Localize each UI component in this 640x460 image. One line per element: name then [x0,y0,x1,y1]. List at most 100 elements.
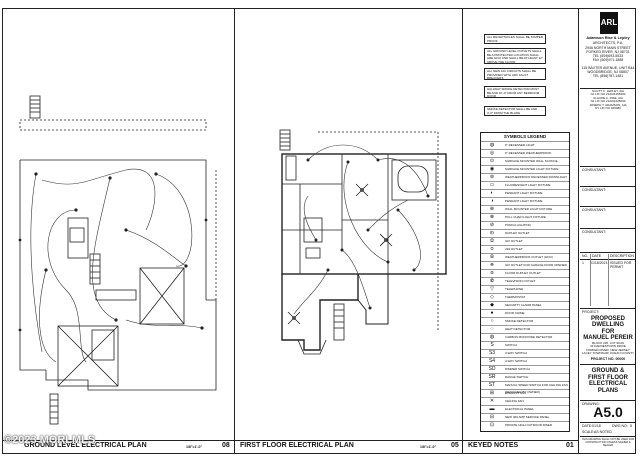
firm-address-line: WOODBRIDGE, NJ 08807 [587,70,629,74]
legend-row: ⊕WALL MOUNTED LIGHT FIXTURE [481,205,569,213]
legend-symbol: ⦻ [490,270,494,276]
rev-col-desc: DESCRIPTION [610,254,634,258]
legend-symbol: ⊕ [489,206,495,212]
project-detail-line: BLOCK 235, LOT 99.09 [592,341,624,345]
tb-line-1 [580,88,636,89]
legend-symbol: ⊟ [489,414,495,420]
keyed-notes-title: KEYED NOTES [468,442,519,449]
project-name-line: MANUEL PEREIR [583,335,633,342]
tb-line-10 [580,422,636,423]
legend-row: ◍CARBON MONOXIDE DETECTOR [481,333,569,341]
legend-row: SR RANGE SWITCH [481,373,569,381]
legend-row: ⦷GFI OUTLET [481,237,569,245]
legend-description: THERMOSTAT [505,295,526,299]
legend-row: ⊞EXHAUST FAN [481,389,569,397]
firm-address-line: TEL (856)787-1481 [592,74,624,78]
legend-symbol: ⦺ [490,262,494,268]
legend-row: ◇THERMOSTAT [481,293,569,301]
legend-row: ⦺GFI OUTLET FOR GARAGE DOOR OPENER [481,261,569,269]
legend-description: SMOKE DETECTOR [505,319,534,323]
legend-description: WEATHERPROOF OUTLET (GFCI) [505,255,554,259]
legend-description: PRIVATE HIGH OUTDOOR RISER [505,423,552,427]
legend-row: ▬ELECTRICAL PANEL [481,405,569,413]
legend-description: CARBON MONOXIDE DETECTOR [505,335,553,339]
legend-symbol: S3 [488,350,496,356]
legend-symbol: ⊞ [489,390,495,396]
legend-symbol: SR [488,374,496,380]
firm-sub: ARCHITECTS, P.A. [592,41,624,45]
legend-symbol: ○ [490,318,494,324]
legend-description: 3-WAY SWITCH [505,351,527,355]
legend-symbol: ▽ [490,286,494,292]
divider-notes-titleblock [578,8,579,454]
legend-symbol: ⦶ [490,230,494,236]
legend-symbol: ⊡ [489,422,495,428]
legend-row: ●DOOR CHIME [481,309,569,317]
legend-row: ⊟NEW 400 AMP SERVICE PANEL [481,413,569,421]
legend-symbol: S4 [488,358,496,364]
legend-description: FLOOR DUPLEX OUTLET [505,271,541,275]
consultant-label-2: CONSULTANT: [582,188,606,192]
legend-symbol: ⊚ [489,174,495,180]
legend-rows: ◍6" RECESSED LIGHT◎6" RECESSED WEATHERPR… [481,141,569,431]
legend-description: PULL CHAIN LIGHT FIXTURE [505,215,546,219]
divider-first-notes [462,8,463,454]
symbols-legend: SYMBOLS LEGEND ◍6" RECESSED LIGHT◎6" REC… [480,132,570,432]
architect-line: SCOTT C. LEPLEY, AIA [591,89,625,93]
legend-row: ⦶ DUPLEX OUTLET [481,229,569,237]
legend-description: RANGE SWITCH [505,375,529,379]
project-name-line: PROPOSED [590,316,625,322]
legend-row: ⊙SURFACE MOUNTED WALL SCONCE [481,157,569,165]
legend-description: TELEPHONE [505,287,524,291]
tb-line-9 [580,400,636,401]
note-4: HALLWAY SMOKE DETECTOR MUST BE AND 10'-0… [484,86,546,98]
first-floor-plan [279,129,447,355]
legend-row: ⦸220 OUTLET [481,245,569,253]
legend-row: ⦻ FLOOR DUPLEX OUTLET [481,269,569,277]
legend-row: ⊚WEATHERPROOF RECESSED DOWNLIGHT [481,173,569,181]
mls-watermark: ©2023 MORLMLS [4,434,96,446]
legend-description: MANUAL SPEED SWITCH FOR CEILING FAN (DES… [505,383,568,394]
sheet-border [2,8,636,454]
legend-description: 6" RECESSED LIGHT [505,143,535,147]
tb-line-2 [580,166,636,167]
legend-symbol: ◑ [490,198,494,204]
legend-row: ◆SECURITY ALARM PANEL [481,301,569,309]
firm-initials: ARL [600,18,618,27]
ground-plan-number: 08 [222,442,230,449]
legend-description: DUPLEX OUTLET [505,231,530,235]
dwg-value: 5 [630,424,632,428]
legend-row: ✕CEILING FAN [481,397,569,405]
note-5: SMOKE DETECTOR SHALL BE AND 3'-0" FROM T… [484,106,546,116]
rev-1-date: 01/18/2021 [590,261,608,265]
dwg-label: DWG NO: [612,424,628,428]
drawing-title-line: GROUND & [591,368,625,374]
note-2: ALL GROUND LEVEL OUTLETS SHALL BE A PROT… [484,48,546,64]
legend-row: ◐PENDANT LIGHT FIXTURE [481,189,569,197]
legend-symbol: SD [488,366,496,372]
legend-description: DOOR CHIME [505,311,525,315]
firm-address-line: 115 BAXTER AVENUE, UNIT B44 [581,66,635,70]
legend-row: ⊘PORCH LIGHTING [481,221,569,229]
legend-description: CEILING FAN [505,399,524,403]
first-plan-scale: 1/8"=1'-0" [420,445,437,449]
architect-line: JOSEPH T. ADAMSON, AIA [589,102,627,107]
tb-line-7 [580,308,636,309]
legend-row: ⦹WEATHERPROOF OUTLET (GFCI) [481,253,569,261]
project-label: PROJECT: [582,310,599,314]
legend-row: ⊡ PRIVATE HIGH OUTDOOR RISER [481,421,569,429]
firm-address-line: TEL (609)693-5533 [592,54,624,58]
consultant-label-4: CONSULTANT: [582,230,606,234]
legend-description: PENDANT LIGHT FIXTURE [505,199,543,203]
keyed-notes-area: ALL RECEPTACLES SHALL BE TAMPER PROOF AL… [484,34,574,124]
legend-symbol: ◎ [489,150,495,156]
legend-symbol: ⦼ [489,278,494,284]
legend-symbol: ⊘ [489,222,495,228]
legend-row: S3 3-WAY SWITCH [481,349,569,357]
rev-col-date: DATE [592,254,602,258]
